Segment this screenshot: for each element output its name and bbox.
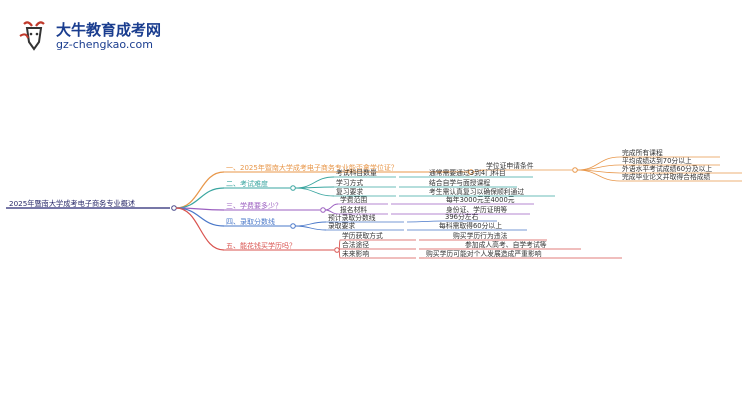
ox-head-icon [19,21,45,51]
connector-line [324,203,339,211]
connector-line [175,171,225,209]
sub-node-label: 报名材料 [340,205,367,214]
sub-node-label: 未来影响 [342,249,369,258]
brand-name: 大牛教育成考网 [56,21,162,39]
branch-label: 四、录取分数线 [226,217,275,226]
leaf-node-label: 完成所有课程 [622,148,663,157]
connector-line [294,176,335,189]
sub-node-label: 学历获取方式 [342,231,383,240]
node-dot [290,223,296,229]
connector-line [294,221,327,227]
connector-line [338,239,341,251]
connector-line [294,187,335,197]
leaf-node-label: 完成毕业论文并取得合格成绩 [622,172,711,181]
sub-node-label: 学费范围 [340,195,367,204]
connector-line [576,156,621,171]
connector-line [472,169,485,173]
leaf-node-label: 购买学历可能对个人发展造成严重影响 [426,249,542,258]
sub-node-label: 预计录取分数线 [328,213,376,222]
leaf-node-label: 平均成绩达到70分以上 [622,156,692,165]
connector-line [175,187,225,209]
connector-line [175,207,225,251]
leaf-node-label: 身份证、学历证明等 [446,205,507,214]
connector-line [175,207,225,227]
leaf-node-label: 通常需要通过3到4门科目 [429,168,506,177]
sub-node-label: 合法途径 [342,240,369,249]
node-dot [334,247,340,253]
site-logo[interactable]: 大牛教育成考网 gz-chengkao.com [18,18,178,58]
leaf-node-label: 结合自学与面授课程 [429,178,490,187]
leaf-node-label: 考生需认真复习以确保顺利通过 [429,187,524,196]
leaf-node-label: 396分左右 [445,212,479,221]
root-node-label: 2025年暨南大学成考电子商务专业概述 [9,199,135,208]
connector-line [324,209,339,215]
connector-line [294,225,327,231]
leaf-node-label: 外语水平考试成绩60分及以上 [622,164,712,173]
connector-line [338,249,341,259]
connector-line [406,220,444,223]
leaf-node-label: 每科需取得60分以上 [439,221,502,230]
branch-label: 五、能花钱买学历吗？ [226,241,296,250]
node-dot [572,167,578,173]
sub-node-label: 录取要求 [328,221,355,230]
node-dot [171,205,177,211]
branch-label: 二、考试难度 [226,179,268,188]
sub-node-label: 学位证申请条件 [486,161,534,170]
leaf-node-label: 购买学历行为违法 [453,231,508,240]
sub-node-label: 考试科目数量 [336,168,377,177]
leaf-node-label: 每年3000元至4000元 [446,195,515,204]
node-dot [290,185,296,191]
leaf-node-label: 参加成人高考、自学考试等 [465,240,547,249]
branch-label: 三、学费要多少？ [226,201,282,210]
node-dot [320,207,326,213]
sub-node-label: 复习要求 [336,187,363,196]
site-url: gz-chengkao.com [56,38,153,51]
connector-line [576,169,621,182]
branch-label: 一、2025年暨南大学成考电子商务专业能否拿学位证？ [226,163,398,172]
sub-node-label: 学习方式 [336,178,363,187]
